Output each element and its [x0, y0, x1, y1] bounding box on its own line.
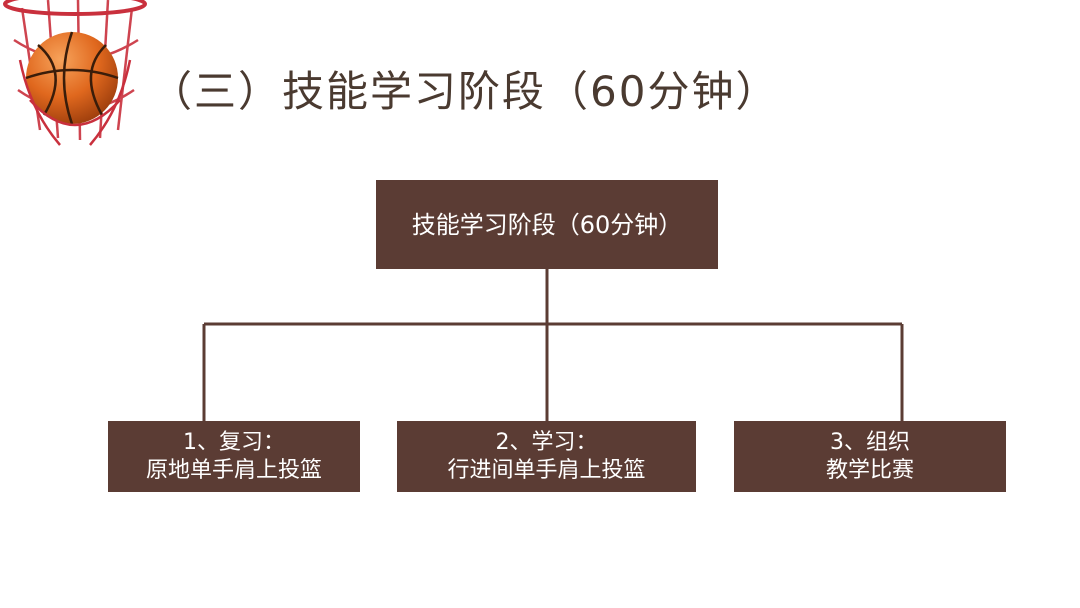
child-node-line1: 1、复习： — [183, 429, 285, 457]
root-node-label: 技能学习阶段（60分钟） — [412, 211, 683, 239]
child-node-line1: 2、学习： — [496, 429, 598, 457]
child-node-review: 1、复习： 原地单手肩上投篮 — [108, 421, 360, 492]
child-node-line1: 3、组织 — [830, 429, 910, 457]
child-node-line2: 教学比赛 — [826, 457, 914, 485]
child-node-game: 3、组织 教学比赛 — [734, 421, 1006, 492]
child-node-learn: 2、学习： 行进间单手肩上投篮 — [397, 421, 696, 492]
child-node-line2: 行进间单手肩上投篮 — [447, 457, 645, 485]
child-node-line2: 原地单手肩上投篮 — [146, 457, 322, 485]
root-node: 技能学习阶段（60分钟） — [376, 180, 718, 269]
